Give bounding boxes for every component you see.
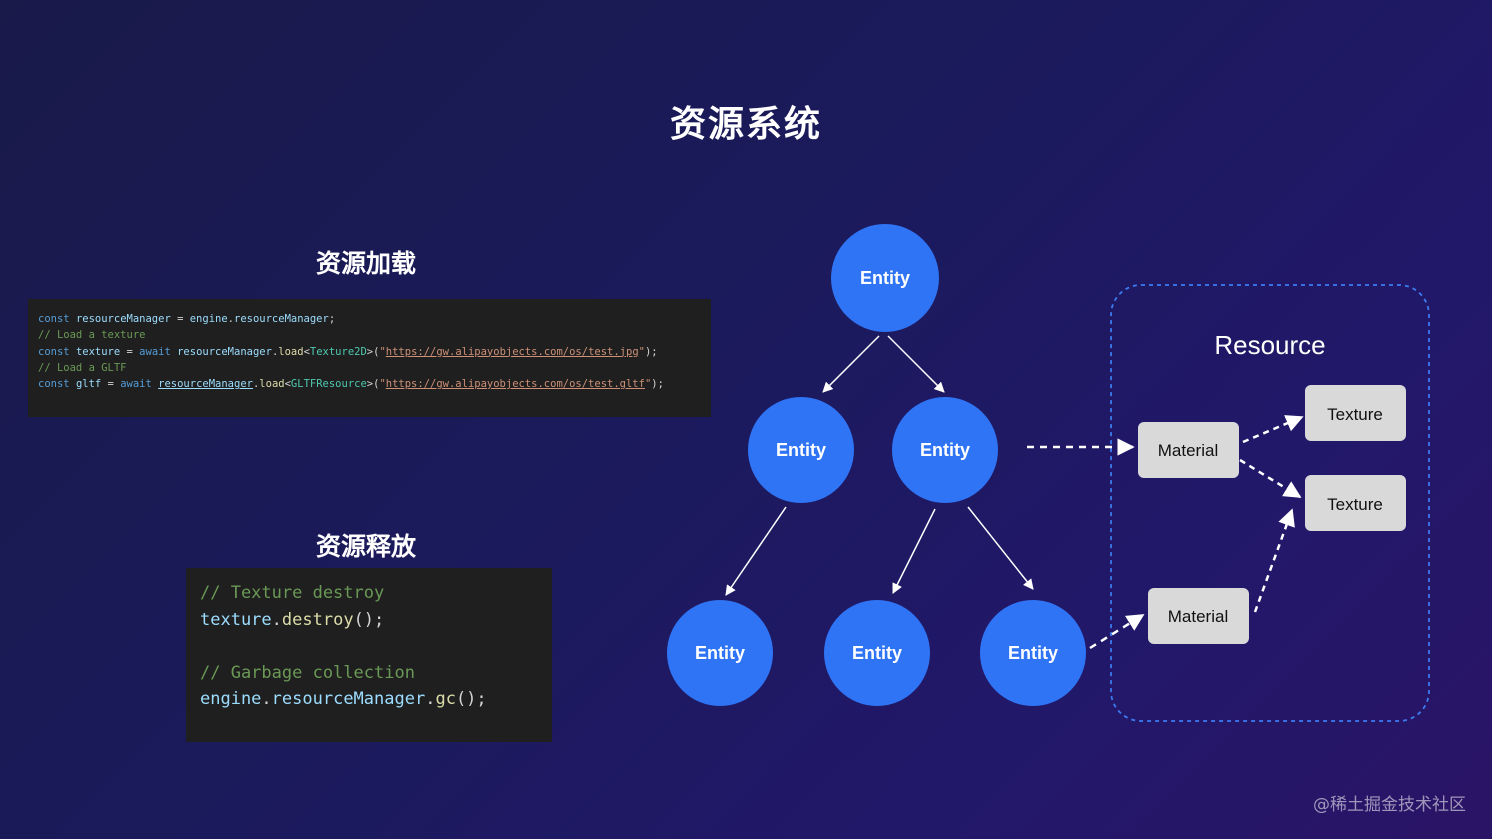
code-line: const texture = await resourceManager.lo… [38,345,658,358]
code-line: const gltf = await resourceManager.load<… [38,378,664,391]
entity-label: Entity [1008,643,1058,663]
loading-heading: 资源加载 [316,249,417,278]
code-token: resourceManager [158,378,253,391]
entity-node-leaf-3: Entity [980,600,1086,706]
code-token: resourceManager [271,689,426,709]
code-token: gltf [75,378,102,391]
loading-code-block: const resourceManager = engine.resourceM… [28,299,711,417]
code-token: " [638,345,645,358]
resource-title: Resource [1214,330,1325,360]
entity-node-mid-left: Entity [748,397,854,503]
code-token: load [259,378,285,391]
code-token: " [379,345,386,358]
code-token: destroy [281,609,354,630]
watermark: @稀土掘金技术社区 [1313,795,1466,815]
entity-label: Entity [776,440,826,460]
material-box: Material [1148,588,1249,644]
code-line: // Load a texture [38,329,146,342]
page-title: 资源系统 [669,104,822,145]
code-token: resourceManager [177,345,272,358]
code-token: Texture2D [309,345,367,358]
entity-material-link [1089,613,1145,650]
release-heading: 资源释放 [316,532,417,561]
code-line: // Texture destroy [200,583,385,603]
entity-node-leaf-1: Entity [667,600,773,706]
code-line: texture.destroy(); [200,609,385,630]
texture-label: Texture [1327,495,1383,514]
code-link[interactable]: https://gw.alipayobjects.com/os/test.jpg [385,345,639,358]
code-token: texture [75,345,121,358]
code-token: load [278,345,304,358]
tree-edge [967,506,1034,590]
material-label: Material [1168,607,1228,626]
code-token: await [120,378,159,391]
entity-node-leaf-2: Entity [824,600,930,706]
texture-box: Texture [1305,475,1406,531]
tree-edge [822,335,880,393]
texture-label: Texture [1327,405,1383,424]
material-label: Material [1158,441,1218,460]
code-line: const resourceManager = engine.resourceM… [38,313,336,325]
code-token: engine [200,689,262,709]
code-token: engine [189,313,228,325]
tree-edge [887,335,945,393]
material-box: Material [1138,422,1239,478]
code-line: engine.resourceManager.gc(); [200,689,487,709]
code-token: resourceManager [234,313,329,325]
code-token: " [379,378,386,391]
code-token: resourceManager [75,313,171,325]
code-token: const [38,313,76,325]
code-token: GLTFResource [290,378,367,391]
code-link[interactable]: https://gw.alipayobjects.com/os/test.glt… [385,378,645,391]
entity-node-root: Entity [831,224,939,332]
entity-label: Entity [852,643,902,663]
entity-label: Entity [860,268,910,288]
code-token: const [38,345,76,358]
code-line: // Load a GLTF [38,361,127,374]
code-token: await [139,345,178,358]
code-token: gc [435,689,456,709]
material-texture-link [1253,508,1295,613]
material-texture-link [1239,458,1302,499]
code-token: const [38,378,76,391]
tree-edge [725,506,787,596]
entity-label: Entity [695,643,745,663]
release-code-block: // Texture destroy texture.destroy(); // … [186,568,552,742]
resource-container [1110,284,1430,722]
code-line: // Garbage collection [200,662,415,683]
material-texture-link [1242,415,1304,444]
entity-label: Entity [920,440,970,460]
texture-box: Texture [1305,385,1406,441]
entity-node-mid-right: Entity [892,397,998,503]
code-token: " [644,378,652,391]
code-token: texture [200,609,272,630]
tree-edge [892,508,936,594]
